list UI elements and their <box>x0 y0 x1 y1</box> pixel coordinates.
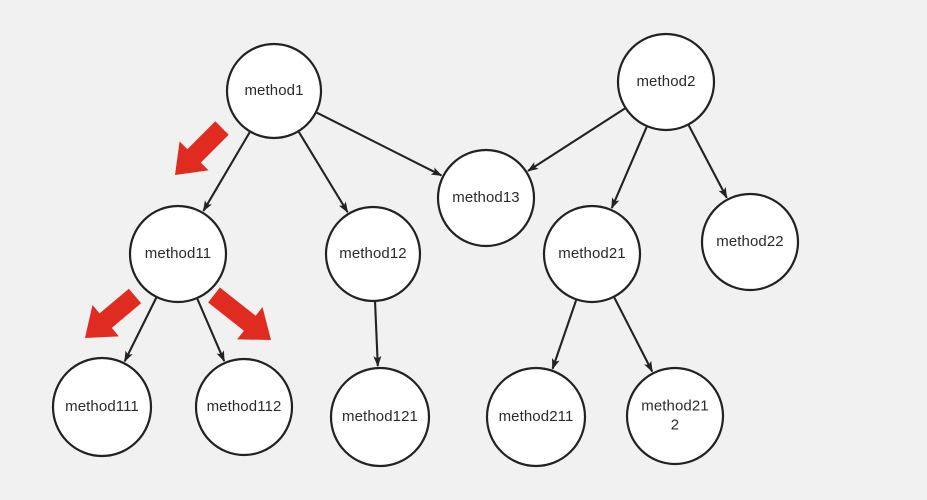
node-method112[interactable]: method112 <box>194 357 294 457</box>
node-circle-method12[interactable] <box>324 205 422 303</box>
node-method111[interactable]: method111 <box>51 356 153 458</box>
node-circle-method22[interactable] <box>700 192 800 292</box>
edge-method21-to-method212 <box>613 297 654 373</box>
edge-method2-to-method22 <box>687 124 728 199</box>
edge-method2-to-method13 <box>527 107 626 172</box>
node-circle-method2[interactable] <box>616 32 716 132</box>
node-circle-method1[interactable] <box>225 42 323 140</box>
red-arrow-method111-icon <box>85 288 142 338</box>
node-method121[interactable]: method121 <box>329 366 431 468</box>
edge-method11-to-method112 <box>196 298 226 363</box>
edge-method2-to-method21 <box>610 126 648 209</box>
edges-layer <box>123 107 728 373</box>
node-circle-method21[interactable] <box>542 204 642 304</box>
edge-method11-to-method111 <box>123 297 158 363</box>
edge-method1-to-method13 <box>316 111 443 177</box>
node-method211[interactable]: method211 <box>485 366 587 468</box>
node-circle-method211[interactable] <box>485 366 587 468</box>
node-circle-method13[interactable] <box>436 148 536 248</box>
node-method12[interactable]: method12 <box>324 205 422 303</box>
edge-method1-to-method11 <box>202 131 251 212</box>
edge-method1-to-method12 <box>298 131 349 213</box>
node-circle-method112[interactable] <box>194 357 294 457</box>
node-method21[interactable]: method21 <box>542 204 642 304</box>
node-circle-method111[interactable] <box>51 356 153 458</box>
node-circle-method212[interactable] <box>625 366 725 466</box>
node-method22[interactable]: method22 <box>700 192 800 292</box>
node-method1[interactable]: method1 <box>225 42 323 140</box>
node-circle-method121[interactable] <box>329 366 431 468</box>
node-method2[interactable]: method2 <box>616 32 716 132</box>
node-method11[interactable]: method11 <box>128 204 228 304</box>
red-arrow-method11-icon <box>175 121 229 175</box>
red-arrow-method112-icon <box>208 287 271 340</box>
annotations-layer <box>85 121 271 340</box>
node-method13[interactable]: method13 <box>436 148 536 248</box>
edge-method12-to-method121 <box>373 301 382 368</box>
edge-method21-to-method211 <box>551 299 578 370</box>
node-circle-method11[interactable] <box>128 204 228 304</box>
